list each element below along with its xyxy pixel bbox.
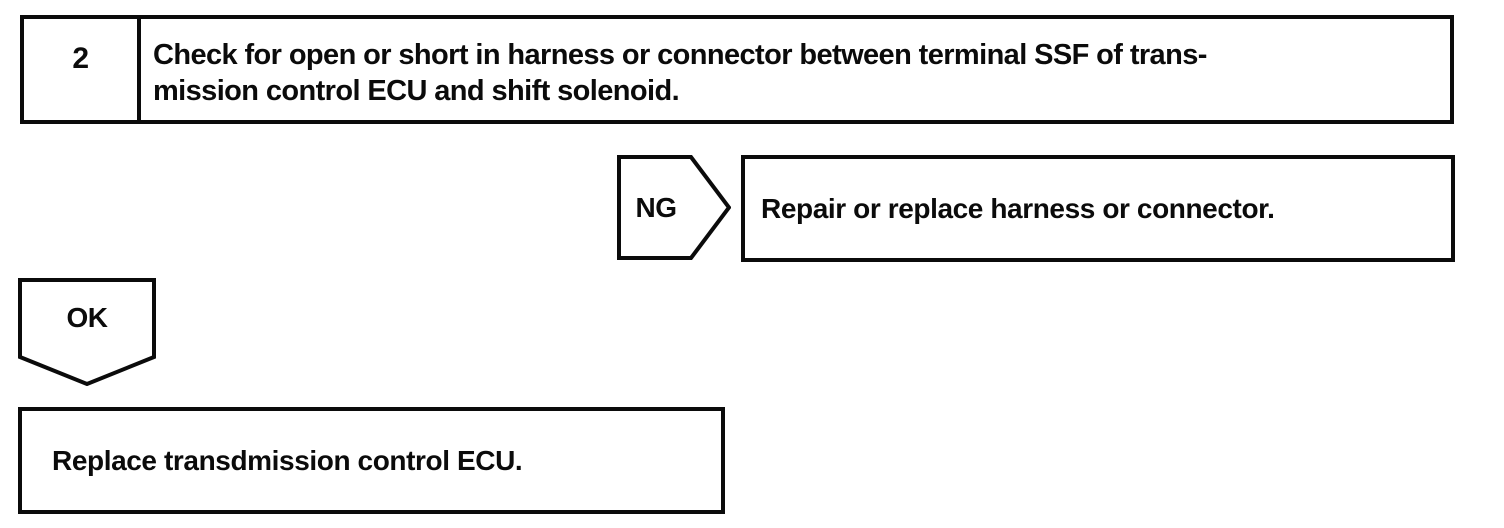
ok-pentagon-down-arrow-icon [18, 278, 156, 386]
step-number: 2 [24, 19, 141, 120]
step-instruction-line-2: mission control ECU and shift solenoid. [153, 75, 680, 107]
step-instruction: Check for open or short in harness or co… [141, 19, 1450, 120]
ok-connector: OK [18, 278, 156, 386]
ng-action-text: Repair or replace harness or connector. [761, 192, 1275, 224]
ok-action-text: Replace transdmission control ECU. [52, 444, 523, 476]
ng-pentagon-right-arrow-icon [617, 155, 731, 260]
step-box: 2 Check for open or short in harness or … [20, 15, 1454, 124]
ng-action-box: Repair or replace harness or connector. [741, 155, 1455, 262]
step-instruction-line-1: Check for open or short in harness or co… [153, 39, 1207, 71]
ng-connector: NG [617, 155, 731, 260]
ok-label: OK [66, 301, 109, 333]
ok-action-box: Replace transdmission control ECU. [18, 407, 725, 514]
ng-label: NG [635, 191, 678, 223]
